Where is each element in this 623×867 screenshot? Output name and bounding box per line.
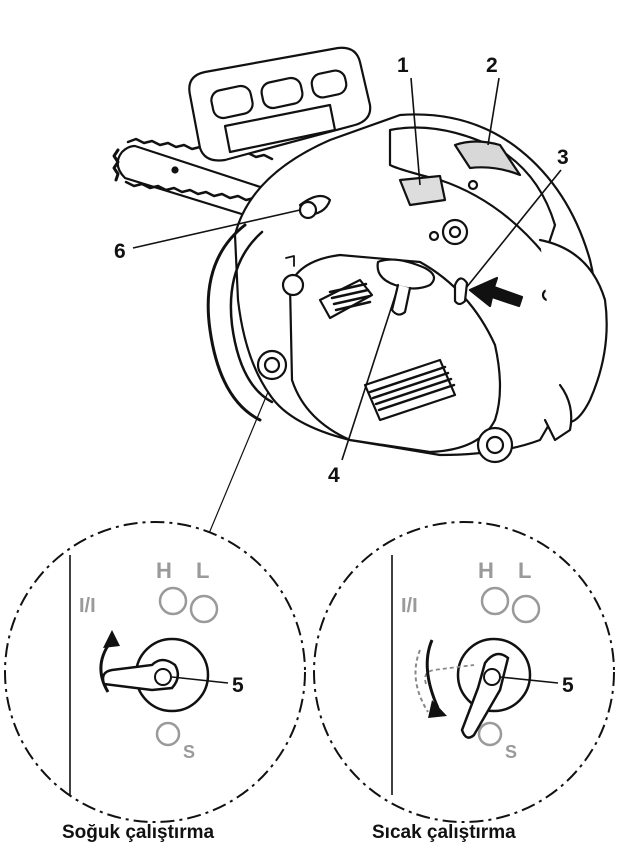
- l-mark: L: [196, 558, 209, 583]
- s-mark: S: [183, 742, 195, 762]
- h-mark: H: [478, 558, 494, 583]
- callout-2: 2: [486, 54, 498, 77]
- engine-body: [208, 114, 607, 462]
- cold-start-detail: I/I H L S 5: [5, 522, 305, 822]
- callout-6: 6: [114, 240, 126, 263]
- chainsaw-illustration: [114, 48, 607, 462]
- callout-1: 1: [397, 54, 409, 77]
- h-mark: H: [156, 558, 172, 583]
- start-mark: I/I: [79, 595, 96, 617]
- callout-5-right: 5: [562, 674, 574, 697]
- start-mark: I/I: [401, 595, 418, 617]
- s-mark: S: [505, 742, 517, 762]
- callout-5-left: 5: [232, 674, 244, 697]
- l-mark: L: [518, 558, 531, 583]
- callout-3: 3: [557, 146, 569, 169]
- callout-4: 4: [328, 464, 340, 487]
- warm-start-caption: Sıcak çalıştırma: [372, 822, 516, 844]
- warm-start-detail: I/I H L S 5: [314, 522, 614, 822]
- cold-start-caption: Soğuk çalıştırma: [62, 822, 214, 844]
